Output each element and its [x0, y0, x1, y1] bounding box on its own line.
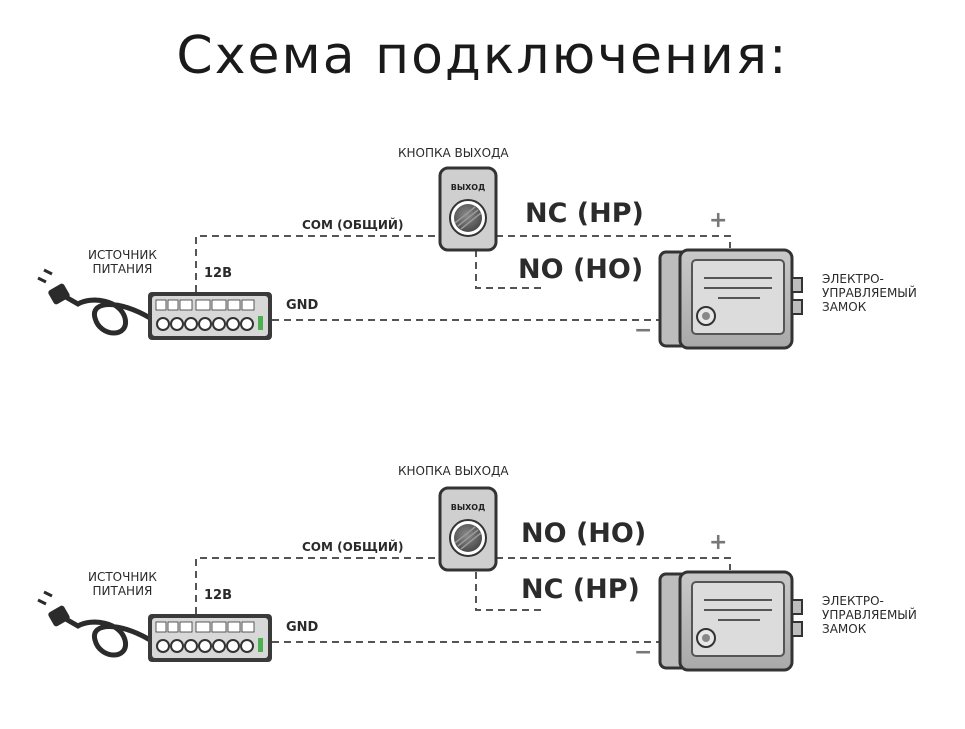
psu-label: ИСТОЧНИК ПИТАНИЯ: [88, 248, 157, 276]
lower-contact-wire: [475, 572, 545, 611]
com-wire: [195, 557, 440, 614]
exit-button: ВЫХОД: [438, 166, 498, 252]
upper-contact-wire: [496, 557, 731, 570]
plus-terminal-label: +: [709, 530, 728, 555]
exit-button-label: КНОПКА ВЫХОДА: [398, 464, 509, 478]
wires: [195, 235, 731, 321]
lock-label: ЭЛЕКТРО- УПРАВЛЯЕМЫЙ ЗАМОК: [822, 594, 917, 636]
minus-terminal-label: −: [634, 318, 653, 343]
electric-lock: [658, 248, 803, 350]
diagram-bottom-graphics: ВЫХОД: [37, 486, 803, 672]
plus-terminal-label: +: [709, 208, 728, 233]
gnd-label: GND: [286, 298, 319, 313]
voltage-label: 12В: [204, 266, 232, 281]
exit-button-label: КНОПКА ВЫХОДА: [398, 146, 509, 160]
electric-lock: [658, 570, 803, 672]
power-plug-icon: [37, 268, 152, 336]
terminal-strip: [155, 299, 255, 311]
power-supply: [148, 614, 272, 662]
voltage-label: 12В: [204, 588, 232, 603]
page-title: Схема подключения:: [176, 26, 789, 86]
psu-label: ИСТОЧНИК ПИТАНИЯ: [88, 570, 157, 598]
led-indicator: [258, 316, 263, 330]
terminal-strip: [155, 621, 255, 633]
com-wire-label: COM (ОБЩИЙ): [302, 218, 404, 232]
com-wire: [195, 235, 440, 292]
wires: [195, 557, 731, 643]
minus-terminal-label: −: [634, 640, 653, 665]
button-face-label: ВЫХОД: [451, 503, 485, 512]
lower-contact-label: NC (НР): [521, 574, 640, 605]
power-supply: [148, 292, 272, 340]
exit-button: ВЫХОД: [438, 486, 498, 572]
lower-contact-wire: [475, 250, 545, 289]
lower-contact-label: NO (НО): [518, 254, 644, 285]
com-wire-label: COM (ОБЩИЙ): [302, 540, 404, 554]
upper-contact-label: NO (НО): [521, 518, 647, 549]
screw-terminals: [156, 639, 254, 653]
power-plug-icon: [37, 590, 152, 658]
diagram-top-graphics: ВЫХОД: [37, 166, 803, 350]
upper-contact-label: NC (НР): [525, 198, 644, 229]
upper-contact-wire: [496, 235, 731, 248]
gnd-label: GND: [286, 620, 319, 635]
screw-terminals: [156, 317, 254, 331]
button-face-label: ВЫХОД: [451, 183, 485, 192]
lock-label: ЭЛЕКТРО- УПРАВЛЯЕМЫЙ ЗАМОК: [822, 272, 917, 314]
led-indicator: [258, 638, 263, 652]
